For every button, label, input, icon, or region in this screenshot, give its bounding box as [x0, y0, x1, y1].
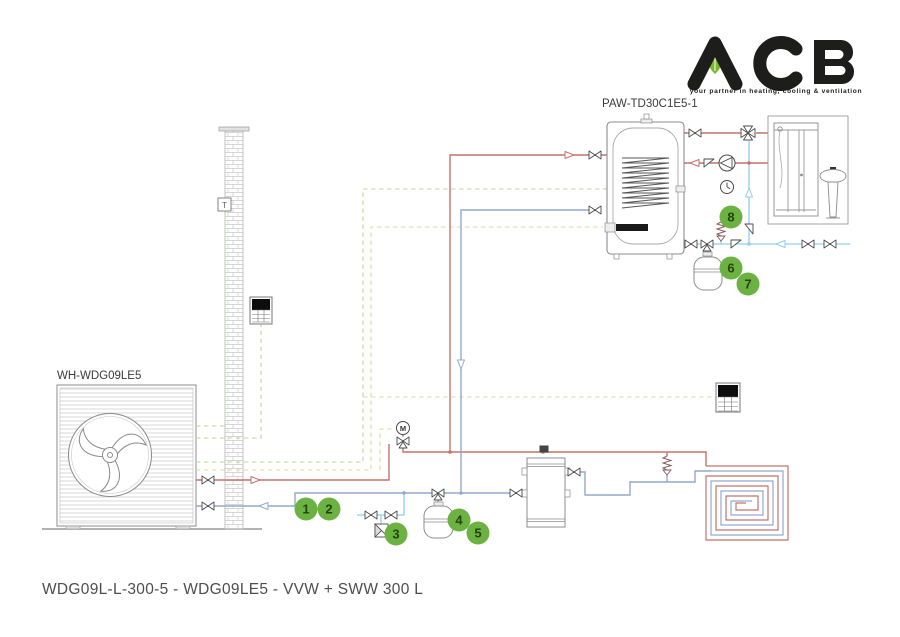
pipe-junctions — [402, 161, 751, 495]
svg-text:2: 2 — [325, 502, 332, 517]
heat-pump-unit — [56, 384, 197, 530]
expansion-vessel-dhw — [693, 251, 723, 291]
flow-arrow-up-icon — [745, 187, 753, 198]
hp-return-pipe — [196, 492, 527, 507]
valves-group — [201, 125, 837, 520]
callout-8: 8 — [719, 205, 743, 229]
callout-3: 3 — [384, 522, 408, 546]
heating-supply-pipe — [402, 447, 707, 466]
heat-pump-model-label: WH-WDG09LE5 — [57, 370, 141, 382]
svg-text:6: 6 — [727, 261, 734, 276]
shower-icon — [773, 122, 819, 217]
svg-text:3: 3 — [392, 527, 399, 542]
svg-text:1: 1 — [302, 502, 309, 517]
circulation-pump-icon — [718, 154, 736, 172]
three-way-valve-icon — [700, 239, 714, 252]
flow-arrow-down-icon — [457, 359, 465, 370]
fan-icon — [68, 413, 152, 497]
floor-coil-return — [710, 470, 784, 536]
signal-wall-sensor — [196, 212, 226, 427]
brick-wall — [218, 126, 250, 530]
wall-sensor: T — [217, 197, 232, 212]
signal-wiring — [196, 188, 716, 471]
signal-tank-sensor — [196, 188, 607, 463]
callout-1: 1 — [294, 497, 318, 521]
logo-letter-a — [687, 36, 743, 91]
flow-arrow-right-icon — [250, 476, 261, 484]
check-valves-group — [703, 158, 754, 249]
logo-tagline: your partner in heating, cooling & venti… — [690, 88, 863, 95]
callout-6: 6 — [719, 256, 743, 280]
signal-motor-valve — [379, 428, 394, 470]
mixing-valve-icon — [740, 125, 756, 141]
floor-coil-supply — [705, 465, 789, 541]
heating-coil-icon — [621, 157, 670, 209]
three-way-valve-icon — [431, 488, 445, 501]
flow-arrow-left-icon — [775, 240, 786, 248]
logo-letter-c — [753, 36, 803, 91]
buffer-tank — [521, 445, 571, 528]
tank-model-label: PAW-TD30C1E5-1 — [602, 98, 698, 110]
signal-room-controller-1 — [196, 325, 262, 439]
tank-return-riser — [460, 209, 595, 493]
callout-2: 2 — [317, 497, 341, 521]
safety-valves-group — [662, 221, 726, 476]
callout-5: 5 — [466, 521, 490, 545]
acb-logo: your partner in heating, cooling & venti… — [687, 36, 863, 95]
buffer-vent-icon — [539, 445, 549, 453]
motor-valve-label: M — [400, 424, 406, 433]
dhw-tank — [604, 113, 686, 260]
return-piping — [196, 209, 784, 536]
washbasin-icon — [819, 167, 847, 219]
valve-motor-icon — [396, 421, 410, 435]
svg-text:7: 7 — [744, 277, 751, 292]
motorized-valve: M — [396, 421, 410, 449]
flow-arrows — [250, 151, 786, 510]
room-controller-2 — [715, 382, 741, 413]
timer-icon — [720, 180, 734, 194]
buffer-outlet-pipe — [565, 470, 711, 496]
flow-arrow-left-icon — [689, 159, 700, 167]
room-controller-1 — [249, 296, 273, 325]
expansion-vessel-heating — [423, 501, 454, 539]
callout-7: 7 — [736, 272, 760, 296]
tank-supply-riser — [449, 154, 607, 452]
bypass-valve-icon — [662, 455, 672, 471]
logo-letter-b — [814, 40, 855, 84]
hot-piping — [196, 128, 789, 541]
signal-heater-element — [196, 226, 603, 471]
flow-arrow-right-icon — [564, 151, 575, 159]
flow-arrow-left-icon — [258, 502, 269, 510]
wall-sensor-label: T — [222, 200, 227, 210]
svg-text:5: 5 — [474, 526, 481, 541]
electric-element-icon — [616, 224, 648, 231]
svg-text:4: 4 — [455, 513, 463, 528]
callout-4: 4 — [447, 508, 471, 532]
svg-text:8: 8 — [727, 210, 734, 225]
callouts: 1 2 3 4 5 6 7 8 — [294, 205, 760, 546]
bathroom — [767, 115, 849, 225]
diagram-caption: WDG09L-L-300-5 - WDG09LE5 - VVW + SWW 30… — [42, 581, 423, 598]
